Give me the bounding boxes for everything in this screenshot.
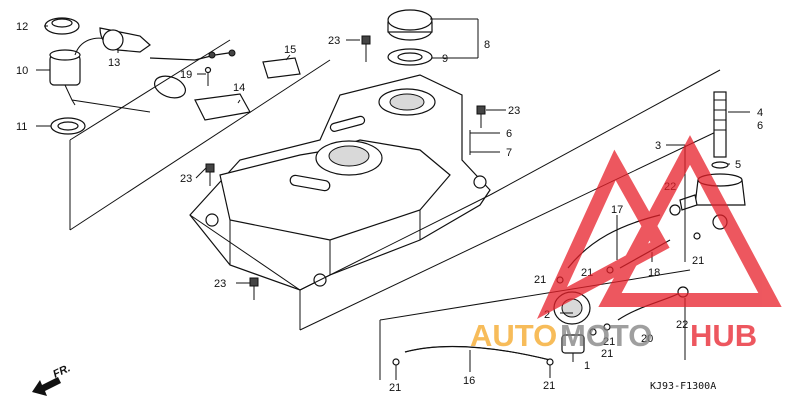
callout-23-right: 23: [508, 105, 520, 117]
callout-23-top: 23: [328, 35, 340, 47]
bolt-23-top: [361, 35, 371, 62]
diagram-code: KJ93-F1300A: [650, 381, 716, 392]
watermark-triangle-left: [537, 149, 670, 320]
callout-23-left: 23: [180, 173, 192, 185]
callout-21-d: 21: [603, 336, 615, 348]
callout-18: 18: [648, 267, 660, 279]
callout-21-a: 21: [534, 274, 546, 286]
fuel-level-sender: [49, 37, 151, 113]
fuel-cock: [679, 91, 746, 230]
callout-9: 9: [442, 53, 448, 65]
callout-21-f: 21: [389, 382, 401, 394]
direction-label: FR.: [51, 362, 72, 380]
clamp-21d: [603, 323, 611, 331]
callout-8: 8: [484, 39, 490, 51]
front-direction-arrow: FR.: [32, 362, 72, 396]
callout-20: 20: [641, 333, 653, 345]
float-arm: [153, 75, 187, 99]
leader-lines: [36, 18, 750, 380]
callout-3: 3: [655, 140, 661, 152]
watermark-logo: AUTO MOTO HUB: [470, 135, 782, 353]
watermark-hub: HUB: [690, 318, 757, 353]
clamp-21f: [392, 358, 400, 366]
callout-7: 7: [506, 147, 512, 159]
fuel-unit-gasket: [50, 117, 86, 135]
clamp-21c: [693, 232, 701, 240]
watermark-triangle-right: [598, 135, 782, 307]
callout-21-e: 21: [601, 348, 613, 360]
clip-22a: [669, 204, 681, 216]
bolt-23-bottom: [249, 277, 259, 300]
callout-13: 13: [108, 57, 120, 69]
insulation-plate: [194, 93, 251, 121]
filler-gasket: [387, 48, 433, 66]
callout-5: 5: [735, 159, 741, 171]
fuel-pump-fitting: [561, 334, 585, 362]
callout-19: 19: [180, 69, 192, 81]
callout-10: 10: [16, 65, 28, 77]
watermark-auto: AUTO: [470, 318, 557, 353]
callout-1: 1: [584, 360, 590, 372]
callout-6b: 6: [757, 120, 763, 132]
callout-17: 17: [611, 204, 623, 216]
watermark-moto: MOTO: [560, 318, 652, 353]
fuel-filler-cap: [387, 9, 433, 41]
callout-12: 12: [16, 21, 28, 33]
callout-16: 16: [463, 375, 475, 387]
bolt-23-right: [476, 105, 486, 128]
callout-21-g: 21: [543, 380, 555, 392]
callout-6: 6: [506, 128, 512, 140]
callout-2: 2: [544, 309, 550, 321]
fuel-unit-cap: [99, 27, 151, 53]
fuel-unit-ring: [44, 17, 80, 35]
caution-label: [262, 57, 301, 79]
callout-21-right: 21: [692, 255, 704, 267]
callout-22-bottom: 22: [676, 319, 688, 331]
callout-4: 4: [757, 107, 763, 119]
wire-harness: [149, 49, 236, 61]
callout-15: 15: [284, 44, 296, 56]
fuel-tank: [189, 74, 491, 291]
bolt-23-left: [205, 163, 215, 186]
callout-11: 11: [16, 121, 27, 133]
clamp-21g: [546, 358, 554, 366]
clip-19: [204, 66, 212, 86]
callout-23-bottom: 23: [214, 278, 226, 290]
callout-14: 14: [233, 82, 245, 94]
clamp-21e: [589, 328, 597, 336]
